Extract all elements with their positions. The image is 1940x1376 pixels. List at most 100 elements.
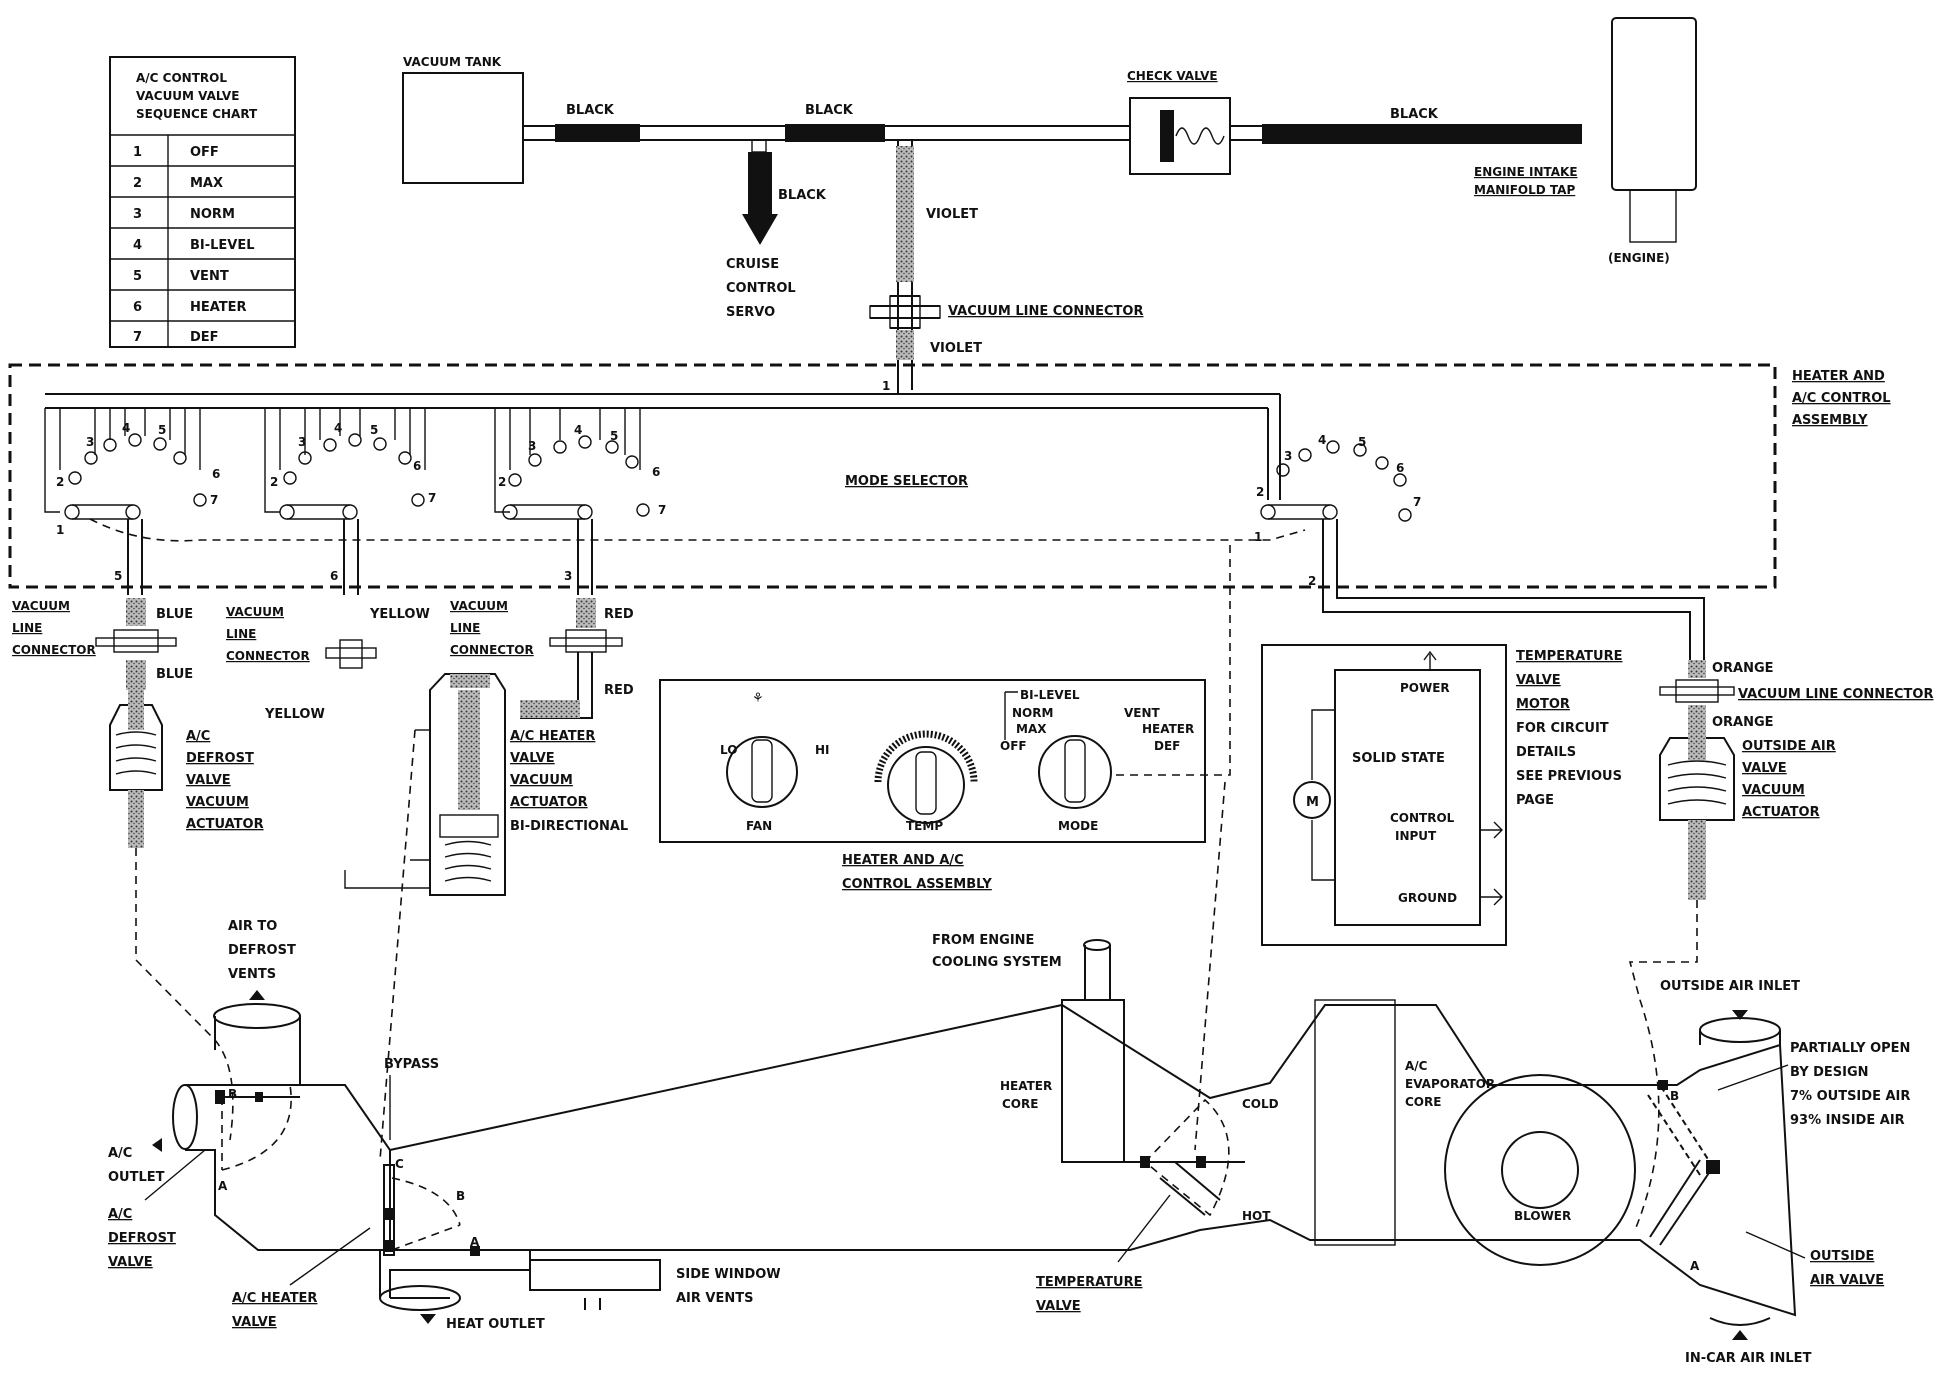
oa-valve-1: OUTSIDE bbox=[1810, 1249, 1874, 1264]
mode-max: MAX bbox=[1016, 722, 1047, 736]
vacuum-supply: VACUUM TANK BLACK BLACK BLACK CRUISE CON… bbox=[402, 17, 1697, 390]
ac-outlet-2: OUTLET bbox=[108, 1170, 165, 1185]
engine-intake-2: MANIFOLD TAP bbox=[1474, 183, 1575, 197]
temp-knob[interactable] bbox=[887, 746, 965, 824]
mode-norm: NORM bbox=[1012, 706, 1053, 720]
orange-label-1: ORANGE bbox=[1712, 661, 1774, 676]
chart-num-7: 7 bbox=[133, 330, 142, 345]
s2-port-3: 3 bbox=[298, 435, 306, 449]
mode-selector-valve-2: 2 3 4 5 6 7 6 bbox=[264, 408, 436, 595]
line-tag-3: 3 bbox=[564, 569, 572, 583]
s3-port-6: 6 bbox=[652, 465, 660, 479]
mode-bilevel: BI-LEVEL bbox=[1020, 688, 1080, 702]
heater-act-3: VACUUM bbox=[510, 773, 573, 788]
tm-control-2: INPUT bbox=[1395, 829, 1437, 843]
s1-port-4: 4 bbox=[122, 421, 130, 435]
assembly-label-1: HEATER AND bbox=[1792, 369, 1885, 384]
mode-vent: VENT bbox=[1124, 706, 1161, 720]
valve-letter-a2: A bbox=[470, 1235, 480, 1249]
side-window-1: SIDE WINDOW bbox=[676, 1267, 781, 1282]
temperature-valve-motor: POWER SOLID STATE CONTROL INPUT GROUND M bbox=[1261, 644, 1507, 946]
black-hose-2 bbox=[785, 124, 885, 142]
chart-num-2: 2 bbox=[133, 176, 142, 191]
orange-line: ORANGE VACUUM LINE CONNECTOR ORANGE bbox=[1659, 660, 1933, 730]
evaporator-core bbox=[1314, 999, 1396, 1246]
mode-knob[interactable] bbox=[1038, 735, 1112, 809]
oa-inlet-label: OUTSIDE AIR INLET bbox=[1660, 979, 1800, 994]
temp-valve-2: VALVE bbox=[1036, 1299, 1081, 1314]
ac-outlet-1: A/C bbox=[108, 1146, 132, 1161]
cruise-arrow bbox=[742, 214, 778, 245]
evap-3: CORE bbox=[1405, 1095, 1441, 1109]
hot-label: HOT bbox=[1242, 1209, 1271, 1223]
s2-port-4: 4 bbox=[334, 421, 342, 435]
vlc-red-3: CONNECTOR bbox=[450, 643, 534, 657]
tm-control-1: CONTROL bbox=[1390, 811, 1455, 825]
line-tag-6: 6 bbox=[330, 569, 338, 583]
chart-mode-1: OFF bbox=[190, 145, 219, 160]
s2-port-5: 5 bbox=[370, 423, 378, 437]
from-engine-1: FROM ENGINE bbox=[932, 933, 1034, 948]
tm-note-1: FOR CIRCUIT bbox=[1516, 721, 1609, 736]
mode-selector-valve-4: 3 2 4 5 6 7 2 1 bbox=[1254, 433, 1705, 660]
vlc-mid-2: LINE bbox=[226, 627, 256, 641]
partial-3: 7% OUTSIDE AIR bbox=[1790, 1089, 1910, 1104]
vacuum-tank bbox=[402, 72, 524, 184]
orange-label-2: ORANGE bbox=[1712, 715, 1774, 730]
violet-label-1: VIOLET bbox=[926, 207, 978, 222]
s3-port-7: 7 bbox=[658, 503, 666, 517]
in-car-inlet: IN-CAR AIR INLET bbox=[1685, 1351, 1812, 1366]
control-panel: LO HI FAN ⚘ TEMP MODE BI-LEVEL NORM MAX … bbox=[659, 679, 1206, 843]
vlc-red-2: LINE bbox=[450, 621, 480, 635]
black-hose-4 bbox=[1262, 124, 1582, 144]
assembly-label-3: ASSEMBLY bbox=[1792, 413, 1868, 428]
blower bbox=[1444, 1074, 1636, 1266]
heater-core bbox=[1061, 999, 1125, 1163]
red-line: RED RED bbox=[520, 598, 634, 719]
vlc-mid-3: CONNECTOR bbox=[226, 649, 310, 663]
valve-letter-b1: B bbox=[228, 1087, 237, 1101]
valve-letter-a1: A bbox=[218, 1179, 228, 1193]
chart-num-1: 1 bbox=[133, 145, 142, 160]
partial-2: BY DESIGN bbox=[1790, 1065, 1869, 1080]
tm-power: POWER bbox=[1400, 681, 1450, 695]
defrost-act-3: VALVE bbox=[186, 773, 231, 788]
s4-port-4: 4 bbox=[1318, 433, 1326, 447]
assembly-label-2: A/C CONTROL bbox=[1792, 391, 1891, 406]
blue-line: BLUE BLUE bbox=[95, 598, 193, 690]
heater-act-1: A/C HEATER bbox=[510, 729, 595, 744]
oa-act-1: OUTSIDE AIR bbox=[1742, 739, 1836, 754]
heater-valve-1: A/C HEATER bbox=[232, 1291, 317, 1306]
panel-caption-1: HEATER AND A/C bbox=[842, 853, 964, 868]
s4-port-5: 5 bbox=[1358, 435, 1366, 449]
mode-def: DEF bbox=[1154, 739, 1180, 753]
tm-label-3: MOTOR bbox=[1516, 697, 1570, 712]
vacuum-tank-label: VACUUM TANK bbox=[403, 55, 502, 69]
check-valve bbox=[1129, 97, 1231, 175]
blue-label-2: BLUE bbox=[156, 667, 193, 682]
chart-mode-4: BI-LEVEL bbox=[190, 238, 255, 253]
black-label-4: BLACK bbox=[1390, 107, 1439, 122]
mode-selector-label: MODE SELECTOR bbox=[845, 474, 968, 489]
chart-mode-7: DEF bbox=[190, 330, 219, 345]
s4-port-3: 3 bbox=[1284, 449, 1292, 463]
black-hose-3 bbox=[748, 152, 772, 214]
yellow-label-1: YELLOW bbox=[369, 607, 430, 622]
panel-caption-2: CONTROL ASSEMBLY bbox=[842, 877, 992, 892]
vlc-left-1: VACUUM bbox=[12, 599, 70, 613]
fan-knob[interactable] bbox=[726, 736, 798, 808]
defrost-act-2: DEFROST bbox=[186, 751, 254, 766]
chart-num-6: 6 bbox=[133, 300, 142, 315]
tm-label-2: VALVE bbox=[1516, 673, 1561, 688]
blue-label-1: BLUE bbox=[156, 607, 193, 622]
tm-note-3: SEE PREVIOUS bbox=[1516, 769, 1622, 784]
vacuum-line-connector-top bbox=[870, 295, 940, 329]
fan-label: FAN bbox=[746, 819, 772, 833]
line-tag-5: 5 bbox=[114, 569, 122, 583]
fan-icon: ⚘ bbox=[752, 691, 764, 706]
red-label-1: RED bbox=[604, 607, 634, 622]
s1-port-3: 3 bbox=[86, 435, 94, 449]
chart-num-3: 3 bbox=[133, 207, 142, 222]
tm-label-1: TEMPERATURE bbox=[1516, 649, 1622, 664]
s4-port-6: 6 bbox=[1396, 461, 1404, 475]
